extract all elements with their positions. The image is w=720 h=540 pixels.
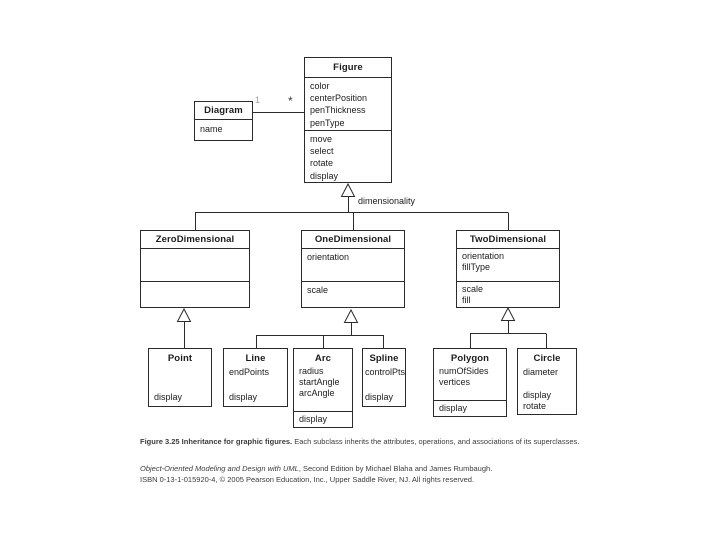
operation: fill bbox=[462, 294, 471, 305]
class-title: OneDimensional bbox=[314, 234, 392, 245]
generalization-triangle-icon bbox=[500, 306, 516, 321]
class-box-polygon: Polygon numOfSides vertices display bbox=[433, 348, 507, 417]
class-box-zerodimensional: ZeroDimensional bbox=[140, 230, 250, 308]
attribute: color bbox=[310, 81, 330, 91]
figure-caption-text: Each subclass inherits the attributes, o… bbox=[292, 437, 580, 446]
onedimensional-operations: scale bbox=[302, 281, 404, 307]
attribute: diameter bbox=[523, 367, 559, 377]
generalization-triangle-icon bbox=[176, 307, 192, 322]
class-title: Polygon bbox=[450, 353, 490, 364]
operation: display bbox=[523, 390, 552, 401]
generalization-triangle-icon bbox=[343, 308, 359, 323]
class-title: Figure bbox=[333, 62, 363, 73]
attribute: orientation bbox=[307, 252, 350, 262]
onedimensional-attributes: orientation bbox=[302, 248, 404, 281]
book-edition-authors: , Second Edition by Michael Blaha and Ja… bbox=[298, 464, 493, 473]
operation: display bbox=[229, 391, 258, 402]
class-title: Point bbox=[167, 353, 193, 364]
class-title: Spline bbox=[369, 353, 399, 364]
class-box-line: Line endPoints display bbox=[223, 348, 288, 407]
attribute: orientation bbox=[462, 251, 505, 261]
figure-caption-heading: Figure 3.25 Inheritance for graphic figu… bbox=[140, 437, 293, 446]
attribute: penThickness bbox=[310, 105, 366, 116]
class-title: TwoDimensional bbox=[469, 234, 547, 245]
attribute: arcAngle bbox=[299, 387, 335, 398]
figure-attributes: color centerPosition penThickness penTyp… bbox=[305, 77, 391, 130]
operation: scale bbox=[307, 285, 329, 295]
attribute: controlPts bbox=[365, 367, 406, 377]
zerodimensional-attributes bbox=[141, 248, 249, 281]
operation: display bbox=[310, 170, 339, 181]
class-title: Line bbox=[245, 353, 266, 364]
attribute: centerPosition bbox=[310, 93, 368, 104]
polygon-operations: display bbox=[434, 399, 506, 416]
arc-attributes: radius startAngle arcAngle bbox=[294, 366, 352, 398]
circle-operations: display rotate bbox=[518, 390, 576, 414]
class-box-point: Point display bbox=[148, 348, 212, 407]
attribute: penType bbox=[310, 117, 345, 128]
operation: display bbox=[365, 391, 394, 402]
operation: display bbox=[299, 413, 328, 424]
operation: select bbox=[310, 146, 334, 157]
operation: move bbox=[310, 134, 333, 144]
class-title: Diagram bbox=[204, 105, 243, 116]
generalization-triangle-icon bbox=[340, 182, 356, 197]
class-box-diagram: Diagram name bbox=[194, 101, 253, 141]
attribute: startAngle bbox=[299, 376, 340, 387]
class-box-spline: Spline controlPts display bbox=[362, 348, 406, 407]
class-box-twodimensional: TwoDimensional orientation fillType scal… bbox=[456, 230, 560, 308]
class-title: ZeroDimensional bbox=[155, 234, 235, 245]
multiplicity-one-label: 1 bbox=[255, 95, 261, 105]
book-title: Object-Oriented Modeling and Design with… bbox=[140, 464, 299, 473]
attribute: numOfSides bbox=[439, 366, 489, 376]
class-title: Arc bbox=[314, 353, 332, 364]
attribution-block: Object-Oriented Modeling and Design with… bbox=[140, 464, 590, 485]
operation: rotate bbox=[310, 158, 334, 169]
figure-caption: Figure 3.25 Inheritance for graphic figu… bbox=[140, 437, 590, 447]
attribute: vertices bbox=[439, 376, 471, 387]
polygon-attributes: numOfSides vertices bbox=[434, 366, 506, 388]
attribute: fillType bbox=[462, 261, 491, 272]
attribute: name bbox=[200, 124, 223, 134]
zerodimensional-operations bbox=[141, 281, 249, 307]
attribute: radius bbox=[299, 366, 324, 376]
figure-operations: move select rotate display bbox=[305, 130, 391, 182]
attribute: endPoints bbox=[229, 367, 270, 377]
operation: display bbox=[154, 391, 183, 402]
class-box-onedimensional: OneDimensional orientation scale bbox=[301, 230, 405, 308]
twodimensional-operations: scale fill bbox=[457, 281, 559, 307]
class-title: Circle bbox=[533, 353, 561, 364]
operation: scale bbox=[462, 284, 484, 294]
operation: display bbox=[439, 402, 468, 413]
arc-operations: display bbox=[294, 410, 352, 427]
class-box-figure: Figure color centerPosition penThickness… bbox=[304, 57, 392, 183]
class-box-circle: Circle diameter display rotate bbox=[517, 348, 577, 415]
discriminator-label: dimensionality bbox=[358, 196, 416, 206]
copyright-line: ISBN 0-13-1-015920-4, © 2005 Pearson Edu… bbox=[140, 474, 475, 484]
operation: rotate bbox=[523, 401, 547, 412]
class-box-arc: Arc radius startAngle arcAngle display bbox=[293, 348, 353, 428]
attribution-line: Object-Oriented Modeling and Design with… bbox=[140, 464, 590, 475]
diagram-attributes: name bbox=[195, 119, 252, 140]
twodimensional-attributes: orientation fillType bbox=[457, 248, 559, 281]
multiplicity-many-label: * bbox=[288, 94, 293, 108]
